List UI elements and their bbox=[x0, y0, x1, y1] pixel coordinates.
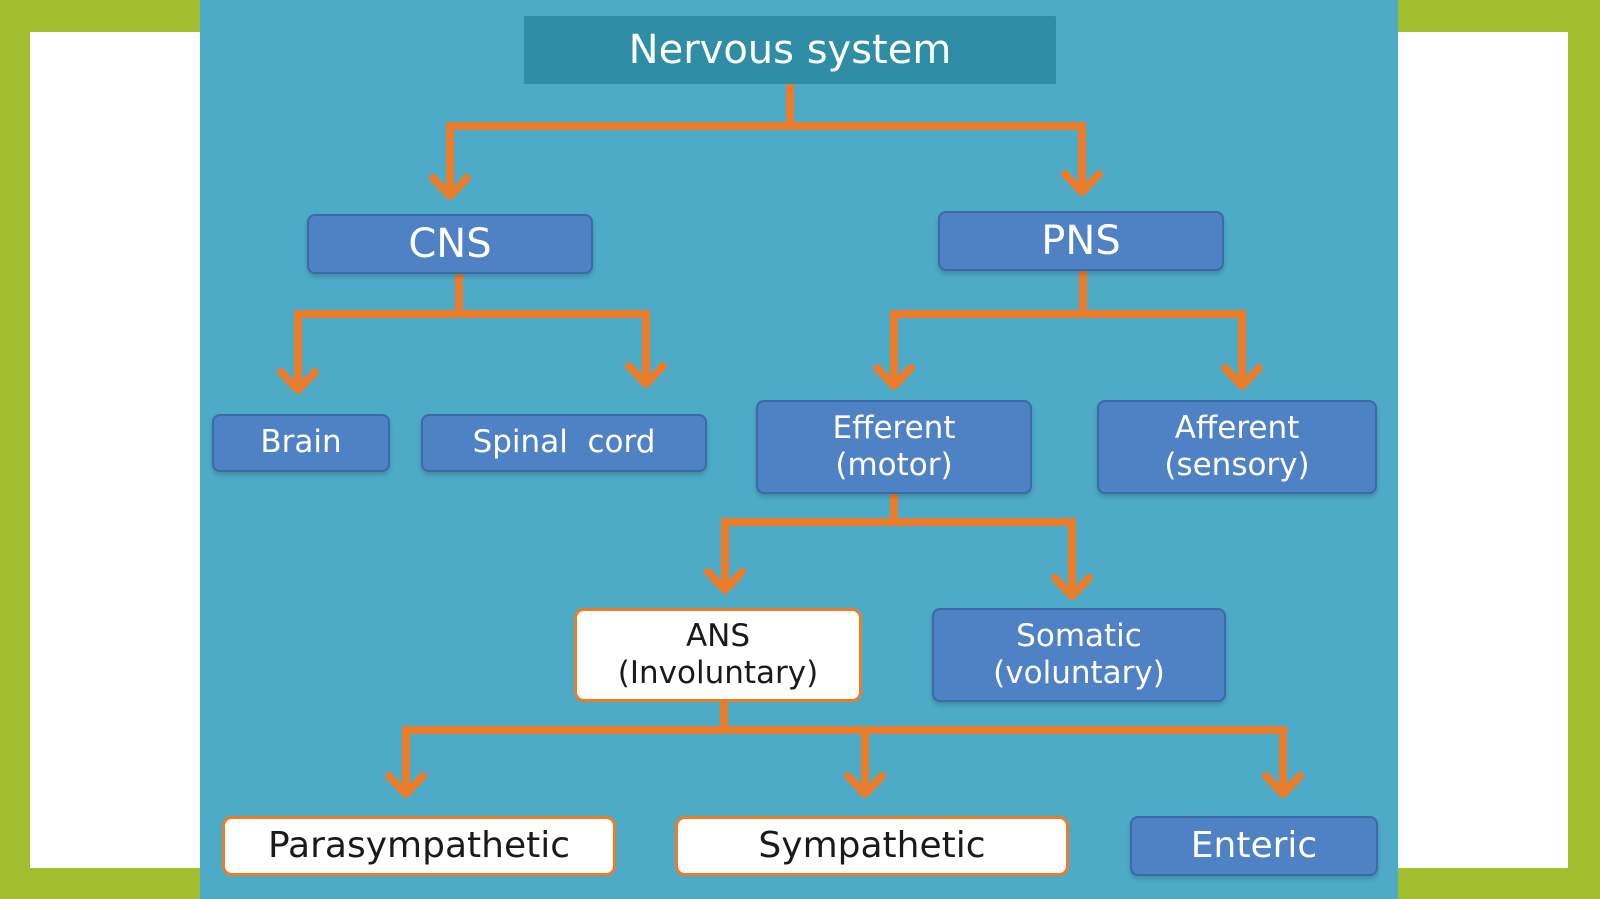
node-ans: ANS (Involuntary) bbox=[574, 608, 862, 702]
arrowhead-to-enteric bbox=[1262, 772, 1304, 798]
arrowhead-to-somatic bbox=[1051, 574, 1093, 600]
arrowhead-to-ans bbox=[704, 568, 746, 594]
node-efferent-line2: (motor) bbox=[835, 447, 953, 483]
arrowhead-to-pns bbox=[1061, 170, 1103, 196]
arrowhead-to-sympathetic bbox=[844, 772, 886, 798]
node-somatic: Somatic (voluntary) bbox=[932, 608, 1226, 702]
node-pns-label: PNS bbox=[1041, 218, 1121, 264]
node-cns-label: CNS bbox=[408, 221, 492, 267]
node-parasympathetic: Parasympathetic bbox=[222, 816, 616, 876]
slide: Nervous system CNS PNS Brain Spinal cord… bbox=[200, 0, 1398, 899]
connector-efferent-branch bbox=[721, 518, 1076, 590]
root-node-nervous-system: Nervous system bbox=[524, 16, 1056, 84]
node-pns: PNS bbox=[938, 211, 1224, 271]
node-cns: CNS bbox=[307, 214, 593, 274]
node-sympathetic: Sympathetic bbox=[675, 816, 1069, 876]
connector-ans-branch bbox=[402, 726, 1287, 790]
arrowhead-to-cns bbox=[429, 174, 471, 200]
node-afferent: Afferent (sensory) bbox=[1097, 400, 1377, 494]
arrowhead-to-brain bbox=[277, 368, 319, 394]
node-efferent: Efferent (motor) bbox=[756, 400, 1032, 494]
arrowhead-to-spinal-cord bbox=[625, 362, 667, 388]
connector-lines bbox=[277, 84, 1304, 798]
connector-cns-branch bbox=[294, 310, 650, 384]
node-somatic-line2: (voluntary) bbox=[993, 655, 1165, 691]
node-somatic-line1: Somatic bbox=[1016, 617, 1142, 654]
node-spinal-cord: Spinal cord bbox=[421, 414, 707, 472]
node-enteric-label: Enteric bbox=[1190, 825, 1318, 867]
connector-root-branch bbox=[446, 122, 1086, 192]
arrowhead-to-afferent bbox=[1221, 364, 1263, 390]
node-brain: Brain bbox=[212, 414, 390, 472]
left-white-panel bbox=[30, 32, 202, 868]
arrowhead-to-efferent bbox=[873, 364, 915, 390]
connector-pns-branch bbox=[890, 310, 1246, 382]
node-afferent-line1: Afferent bbox=[1174, 409, 1300, 446]
node-sympathetic-label: Sympathetic bbox=[758, 825, 986, 867]
node-efferent-line1: Efferent bbox=[832, 409, 956, 446]
node-ans-line2: (Involuntary) bbox=[617, 655, 819, 691]
root-node-label: Nervous system bbox=[628, 27, 952, 73]
node-enteric: Enteric bbox=[1130, 816, 1378, 876]
right-white-panel bbox=[1398, 32, 1568, 868]
node-spinal-cord-label: Spinal cord bbox=[472, 424, 656, 461]
node-ans-line1: ANS bbox=[685, 617, 751, 654]
node-parasympathetic-label: Parasympathetic bbox=[267, 825, 571, 867]
arrowhead-to-parasympathetic bbox=[385, 772, 427, 798]
node-afferent-line2: (sensory) bbox=[1164, 447, 1310, 483]
node-brain-label: Brain bbox=[260, 424, 342, 461]
